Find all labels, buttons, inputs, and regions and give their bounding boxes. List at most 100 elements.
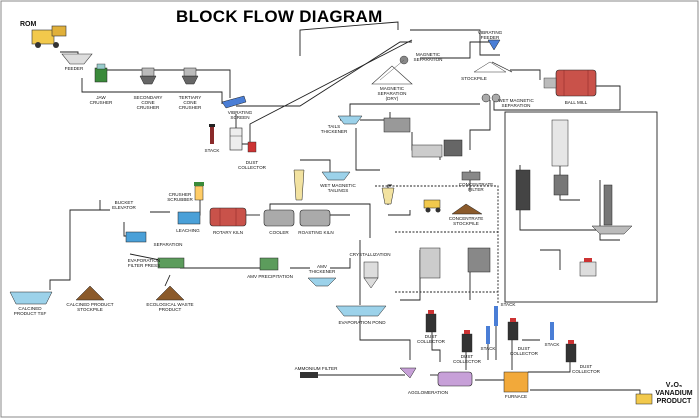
wet-magnetic-separator — [481, 93, 501, 103]
ammonium-filter-unit — [300, 372, 318, 378]
dust-collector-1-label: DUST COLLECTOR — [238, 160, 266, 170]
dust-collector-2 — [425, 310, 437, 333]
dust-collector-5-label: DUST COLLECTOR — [572, 364, 600, 374]
flow-line — [400, 250, 421, 301]
concentrate-stockpile-label: CONCENTRATE STOCKPILE — [448, 216, 484, 226]
filter-station — [579, 258, 597, 277]
flow-line — [81, 78, 223, 104]
flow-line — [510, 69, 541, 80]
flow-line — [164, 274, 171, 287]
rom-truck — [31, 25, 67, 48]
evaporation-pond — [335, 305, 387, 317]
flow-line — [236, 39, 413, 145]
dust-collector-2-label: DUST COLLECTOR — [417, 334, 445, 344]
flow-line — [269, 203, 371, 238]
ecological-product-pile — [155, 285, 185, 301]
product-bagging — [635, 393, 653, 405]
stockpile — [473, 61, 507, 73]
amv-thickener-label: AMV THICKENER — [308, 264, 336, 274]
flow-line — [299, 21, 399, 56]
crusher-scrubber — [194, 182, 204, 201]
magnetic-separation-2-label: MAGNETIC SEPARATION — [413, 52, 443, 62]
rotary-kiln-label: ROTARY KILN — [212, 230, 244, 235]
tails-thickener-label: TAILS THICKENER — [320, 124, 348, 134]
tertiary-crusher-label: TERTIARY CONE CRUSHER — [178, 95, 202, 110]
crystallization-label: CRYSTALLIZATION — [349, 252, 391, 257]
concentrate-filter — [461, 171, 481, 181]
vertical-mill — [551, 119, 569, 167]
separation-tank — [125, 231, 147, 243]
ball-mill-label: BALL MILL — [564, 100, 588, 105]
agglomeration-drum — [437, 371, 473, 387]
leaching-tank — [177, 211, 201, 225]
roasting-kiln — [299, 209, 331, 227]
flow-line — [330, 258, 351, 269]
flow-line — [359, 310, 411, 360]
feeder-label: FEEDER — [64, 66, 84, 71]
separation-label: SEPARATION — [153, 242, 183, 247]
secondary-cone-crusher — [139, 67, 157, 85]
page-title: BLOCK FLOW DIAGRAM — [176, 7, 383, 26]
flow-line — [300, 159, 331, 172]
stack-4-label: STACK — [544, 342, 560, 347]
evaporation-pond-label: EVAPORATION POND — [338, 320, 386, 325]
vibrating-feeder — [487, 39, 501, 51]
flow-line — [99, 200, 110, 211]
ball-mill — [543, 69, 597, 97]
evaporation-label: EVAPORATION FILTER PRESS — [127, 258, 161, 268]
primary-stack — [209, 124, 215, 144]
cooler — [263, 209, 295, 227]
tertiary-cone-crusher — [181, 67, 199, 85]
dust-collector-5 — [565, 340, 577, 363]
dust-collector-1 — [229, 127, 257, 153]
concentrate-stockpile — [451, 203, 483, 215]
concentrate-filter-label: CONCENTRATE FILTER — [458, 182, 494, 192]
roaster — [515, 169, 531, 211]
calcined-stockpile — [75, 285, 105, 301]
dust-collector-3 — [461, 330, 473, 353]
dust-collector-4-label: DUST COLLECTOR — [510, 346, 538, 356]
magnetic-separation-label: MAGNETIC SEPARATION (DRY) — [377, 86, 407, 101]
crystallizer — [363, 261, 379, 289]
circuit-box — [504, 111, 658, 303]
ecological-product-label: ECOLOGICAL WASTE PRODUCT — [146, 302, 194, 312]
cyclone-tower — [553, 174, 569, 196]
feeder — [61, 53, 93, 65]
stack-1-label: STACK — [204, 148, 220, 153]
agglomeration-label: AGGLOMERATION — [407, 390, 449, 395]
amv-precipitation-tank — [259, 257, 279, 271]
agglomeration-feeder — [399, 367, 417, 379]
vibrating-screen-label: VIBRATING SCREEN — [227, 110, 253, 120]
amv-thickener — [307, 277, 337, 287]
crusher-scrubber-label: CRUSHER SCRUBBER — [167, 192, 193, 202]
wet-magnetic-tailings-pond — [321, 171, 351, 181]
stack-3 — [494, 306, 498, 326]
flow-line — [431, 330, 441, 362]
flotation-tanks — [383, 117, 463, 158]
stack-2-label: STACK — [480, 346, 496, 351]
rom-label: ROM — [20, 21, 37, 28]
amv-precipitation-label: AMV PRECIPITATION — [247, 274, 293, 279]
calcined-product-label: CALCINED PRODUCT TSF — [13, 306, 47, 316]
magnetic-separation-dry — [371, 55, 413, 85]
ammonium-filter-label: AMMONIUM FILTER — [294, 366, 338, 371]
kiln-cyclone — [381, 187, 395, 205]
storage-tank — [467, 247, 491, 273]
stack-4 — [550, 322, 554, 340]
jaw-crusher-label: JAW CRUSHER — [89, 95, 113, 105]
flow-line — [493, 85, 621, 111]
leaching-label: LEACHING — [176, 228, 200, 233]
product-name-label: V₂O₅ VANADIUM PRODUCT — [655, 382, 693, 405]
stockpile-conveyor — [491, 61, 513, 73]
tails-thickener — [337, 115, 363, 125]
flow-line — [49, 209, 100, 290]
vibrating-feeder-label: VIBRATING FEEDER — [477, 30, 503, 40]
flow-line — [530, 389, 641, 396]
secondary-crusher-label: SECONDARY CONE CRUSHER — [133, 95, 163, 110]
wet-magnetic-separation-label: WET MAGNETIC SEPARATION — [498, 98, 534, 108]
right-thickener — [591, 225, 633, 235]
dust-collector-4 — [507, 318, 519, 341]
jaw-crusher — [94, 63, 108, 83]
